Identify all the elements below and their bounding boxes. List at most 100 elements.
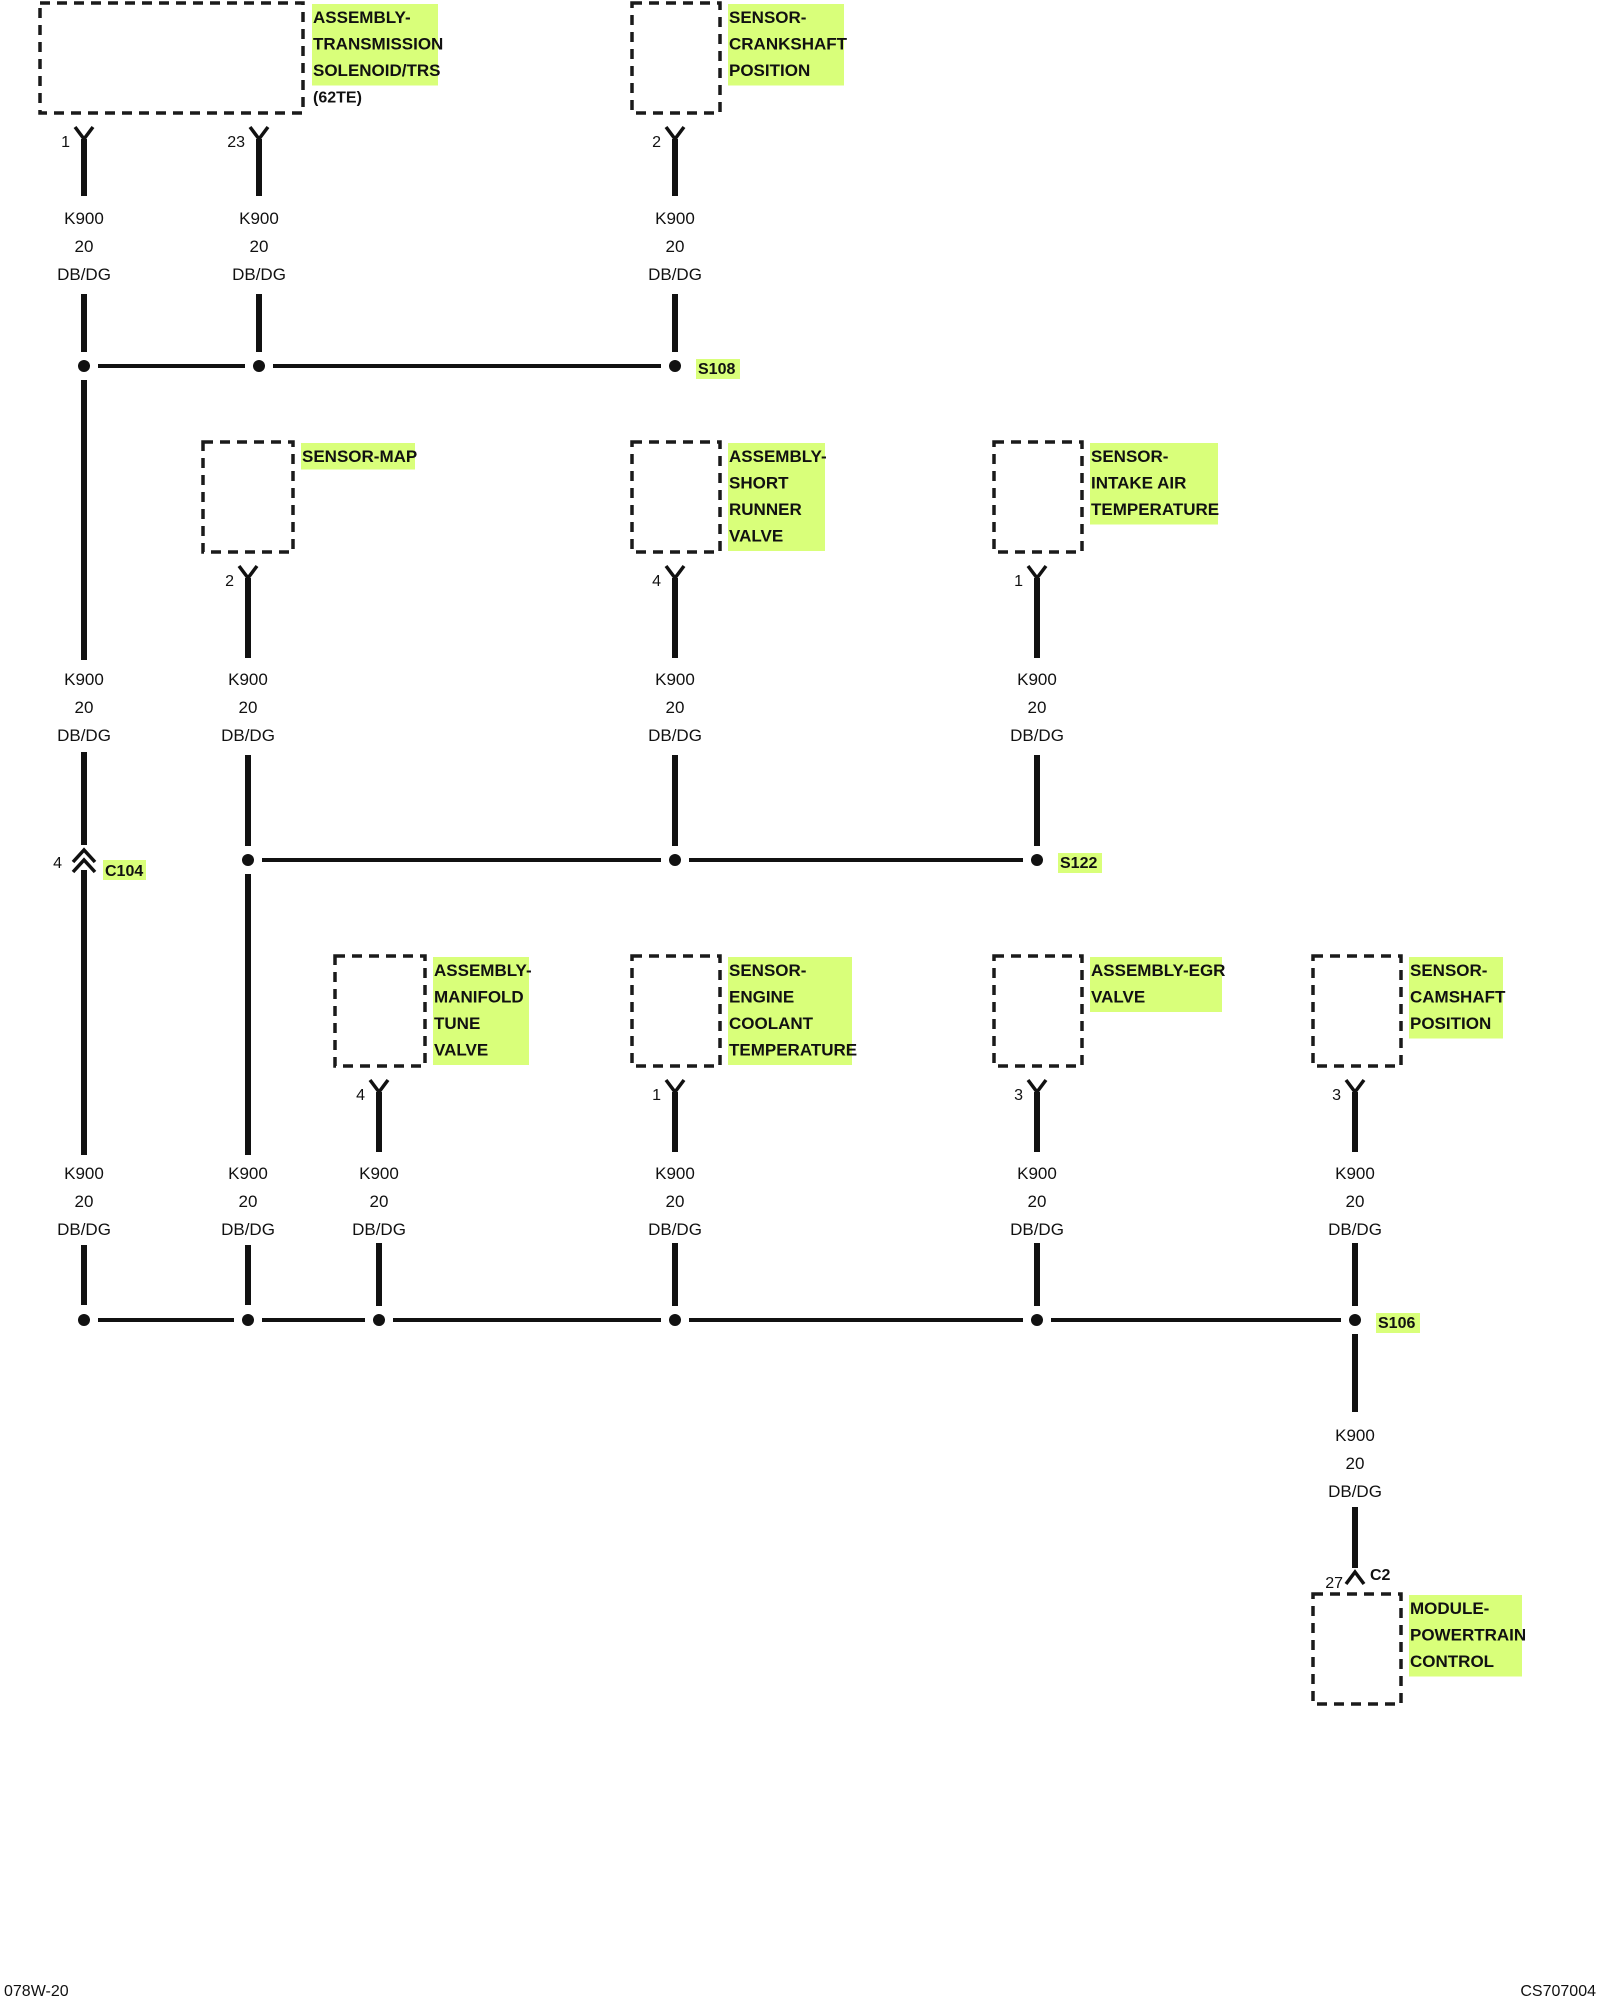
component-box: [333, 954, 427, 1068]
wire-circuit: K900: [359, 1164, 399, 1183]
wire-circuit: K900: [655, 209, 695, 228]
component-label: INTAKE AIR: [1091, 474, 1186, 493]
wire-color: DB/DG: [648, 726, 702, 745]
label-highlight: [301, 443, 415, 470]
pin-terminal: 3: [1332, 1078, 1366, 1104]
pin-number: 4: [53, 855, 62, 872]
splice-name: S106: [1378, 1315, 1415, 1332]
component-label: VALVE: [729, 527, 783, 546]
component-sublabel: (62TE): [313, 90, 362, 107]
footer-left-code: 078W-20: [4, 1983, 69, 2000]
component-label: COOLANT: [729, 1014, 814, 1033]
pin-number: 1: [1014, 573, 1023, 590]
wire-color: DB/DG: [1328, 1482, 1382, 1501]
wire-color: DB/DG: [1010, 726, 1064, 745]
splice-dot: [1031, 1314, 1043, 1326]
component-label: SENSOR-: [1410, 961, 1487, 980]
component-box: [201, 440, 295, 554]
wire-color: DB/DG: [57, 265, 111, 284]
component-label: POWERTRAIN: [1410, 1626, 1526, 1645]
component-box: [630, 1, 722, 115]
connector-name: C2: [1370, 1567, 1391, 1584]
label-highlight: [1090, 443, 1218, 525]
component-label: CONTROL: [1410, 1652, 1494, 1671]
splice-dot: [242, 1314, 254, 1326]
wire-circuit: K900: [64, 1164, 104, 1183]
wire-gauge: 20: [239, 698, 258, 717]
wire-gauge: 20: [1346, 1192, 1365, 1211]
component-box: [992, 440, 1084, 554]
connector-c2: 27 C2: [1325, 1567, 1390, 1592]
connector-c104: 4 C104: [53, 847, 146, 880]
pin-number: 3: [1332, 1087, 1341, 1104]
component-box: [1311, 1592, 1403, 1706]
pin-terminal: 2: [652, 125, 686, 151]
splice-dot: [669, 360, 681, 372]
wire-color: DB/DG: [57, 726, 111, 745]
component-label: ASSEMBLY-: [313, 8, 411, 27]
pin-number: 27: [1325, 1575, 1343, 1592]
component-label: TEMPERATURE: [729, 1041, 857, 1060]
wire-gauge: 20: [239, 1192, 258, 1211]
splice-dot: [78, 1314, 90, 1326]
component-label: POSITION: [729, 61, 810, 80]
wire-circuit: K900: [1335, 1426, 1375, 1445]
component-trs: ASSEMBLY- TRANSMISSION SOLENOID/TRS (62TE): [38, 1, 443, 115]
wire-color: DB/DG: [232, 265, 286, 284]
pin-terminal: 4: [356, 1078, 390, 1104]
wire-gauge: 20: [250, 237, 269, 256]
wire-color: DB/DG: [221, 1220, 275, 1239]
label-highlight: [1409, 957, 1503, 1039]
label-highlight: [1090, 957, 1222, 1012]
wire-circuit: K900: [655, 1164, 695, 1183]
pin-number: 23: [227, 134, 245, 151]
wire-color: DB/DG: [1010, 1220, 1064, 1239]
wire-gauge: 20: [1028, 1192, 1047, 1211]
splice-dot: [242, 854, 254, 866]
splice-label: S106: [1376, 1313, 1420, 1333]
wire-circuit: K900: [655, 670, 695, 689]
pin-terminal: 3: [1014, 1078, 1048, 1104]
wire-circuit: K900: [64, 670, 104, 689]
component-label: VALVE: [434, 1041, 488, 1060]
wire-gauge: 20: [370, 1192, 389, 1211]
pin-terminal: 1: [61, 125, 95, 151]
wire-circuit: K900: [64, 209, 104, 228]
component-label: VALVE: [1091, 988, 1145, 1007]
component-label: SENSOR-MAP: [302, 447, 417, 466]
component-box: [38, 1, 305, 115]
connector-name: C104: [105, 863, 143, 880]
component-label: POSITION: [1410, 1014, 1491, 1033]
component-label: TRANSMISSION: [313, 35, 443, 54]
label-highlight: [1409, 1595, 1522, 1677]
component-cmp: SENSOR- CAMSHAFT POSITION: [1311, 954, 1506, 1068]
pin-number: 3: [1014, 1087, 1023, 1104]
component-label: SHORT: [729, 474, 789, 493]
component-label: SENSOR-: [1091, 447, 1168, 466]
pin-number: 1: [61, 134, 70, 151]
component-label: CAMSHAFT: [1410, 988, 1506, 1007]
wire-circuit: K900: [1335, 1164, 1375, 1183]
label-highlight: [433, 957, 529, 1065]
splice-label: S122: [1058, 853, 1102, 873]
component-label: ASSEMBLY-: [729, 447, 827, 466]
wire-color: DB/DG: [57, 1220, 111, 1239]
component-label: CRANKSHAFT: [729, 35, 848, 54]
pin-terminal: 4: [652, 564, 686, 590]
component-label: SOLENOID/TRS: [313, 61, 441, 80]
wire-circuit: K900: [228, 670, 268, 689]
